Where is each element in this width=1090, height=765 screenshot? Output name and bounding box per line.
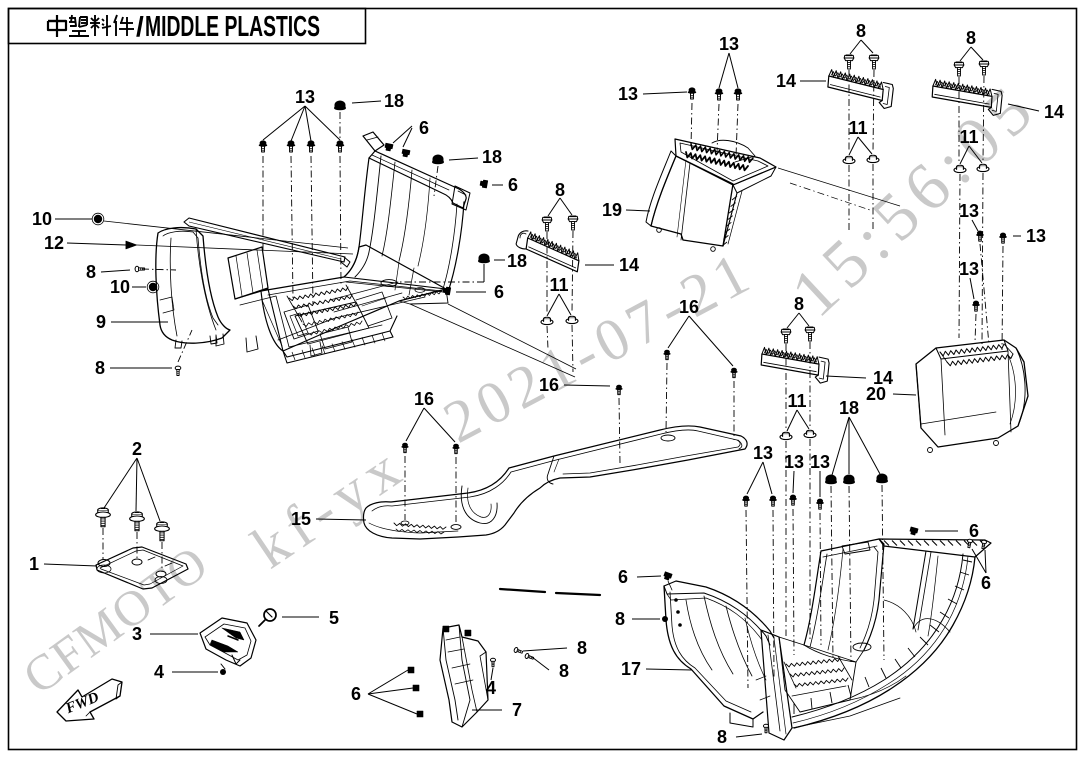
svg-text:11: 11 <box>549 275 568 295</box>
svg-text:13: 13 <box>295 87 315 107</box>
svg-text:15: 15 <box>291 509 311 529</box>
svg-text:5: 5 <box>329 608 339 628</box>
svg-text:1: 1 <box>29 554 39 574</box>
svg-text:12: 12 <box>44 233 64 253</box>
svg-text:8: 8 <box>555 180 565 200</box>
svg-text:6: 6 <box>419 118 429 138</box>
svg-text:13: 13 <box>784 452 804 472</box>
svg-text:18: 18 <box>384 91 404 111</box>
svg-text:/: / <box>136 11 144 42</box>
svg-text:7: 7 <box>512 700 522 720</box>
svg-text:3: 3 <box>132 624 142 644</box>
svg-text:9: 9 <box>96 312 106 332</box>
svg-text:17: 17 <box>621 659 641 679</box>
svg-text:6: 6 <box>508 175 518 195</box>
svg-text:6: 6 <box>618 567 628 587</box>
svg-text:4: 4 <box>486 678 496 698</box>
svg-text:16: 16 <box>539 375 559 395</box>
svg-text:8: 8 <box>559 661 569 681</box>
svg-text:13: 13 <box>618 84 638 104</box>
svg-text:18: 18 <box>482 147 502 167</box>
svg-text:13: 13 <box>719 34 739 54</box>
svg-text:8: 8 <box>794 294 804 314</box>
svg-text:8: 8 <box>95 358 105 378</box>
svg-text:11: 11 <box>959 127 978 147</box>
svg-text:19: 19 <box>602 200 622 220</box>
svg-text:4: 4 <box>154 662 164 682</box>
svg-text:13: 13 <box>959 201 979 221</box>
svg-text:13: 13 <box>1026 226 1046 246</box>
svg-text:10: 10 <box>32 209 52 229</box>
svg-text:14: 14 <box>873 368 893 388</box>
svg-text:8: 8 <box>577 638 587 658</box>
svg-text:18: 18 <box>507 251 527 271</box>
svg-text:18: 18 <box>839 398 859 418</box>
svg-text:13: 13 <box>959 259 979 279</box>
svg-text:6: 6 <box>981 573 991 593</box>
svg-text:11: 11 <box>848 118 867 138</box>
svg-text:16: 16 <box>414 389 434 409</box>
svg-text:13: 13 <box>753 443 773 463</box>
svg-text:8: 8 <box>86 262 96 282</box>
svg-text:14: 14 <box>776 71 796 91</box>
svg-text:6: 6 <box>494 282 504 302</box>
svg-text:13: 13 <box>810 452 830 472</box>
svg-text:11: 11 <box>787 391 806 411</box>
svg-text:MIDDLE PLASTICS: MIDDLE PLASTICS <box>145 11 320 43</box>
svg-text:8: 8 <box>856 21 866 41</box>
svg-text:16: 16 <box>679 297 699 317</box>
svg-text:6: 6 <box>969 521 979 541</box>
svg-text:14: 14 <box>1044 102 1064 122</box>
svg-text:2: 2 <box>132 439 142 459</box>
svg-text:14: 14 <box>619 255 639 275</box>
svg-text:8: 8 <box>615 609 625 629</box>
svg-text:6: 6 <box>351 684 361 704</box>
svg-text:10: 10 <box>110 277 130 297</box>
svg-text:8: 8 <box>966 28 976 48</box>
svg-text:8: 8 <box>717 727 727 747</box>
